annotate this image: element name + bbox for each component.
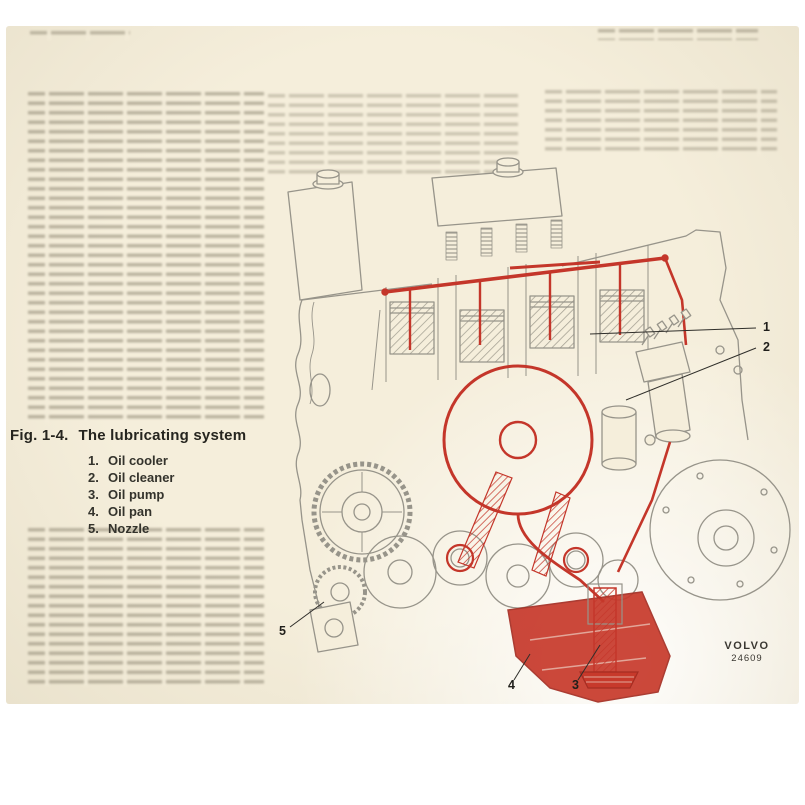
faded-print-text bbox=[598, 29, 758, 40]
faded-print-text bbox=[30, 31, 130, 40]
callout-1: 1 bbox=[763, 320, 770, 334]
callout-3: 3 bbox=[572, 678, 579, 692]
faded-print-text bbox=[28, 528, 264, 686]
legend-number: 2. bbox=[88, 470, 99, 485]
brand-code: 24609 bbox=[731, 653, 763, 664]
faded-print-text bbox=[28, 92, 264, 424]
brand-mark: VOLVO 24609 bbox=[720, 640, 774, 664]
callout-5: 5 bbox=[279, 624, 286, 638]
legend-item: 3. Oil pump bbox=[88, 486, 174, 503]
legend-label: Oil pan bbox=[108, 504, 153, 519]
engine-block bbox=[287, 157, 791, 653]
legend-label: Nozzle bbox=[108, 521, 150, 536]
distributor-oil-line bbox=[616, 441, 672, 573]
callout-leader-lines bbox=[289, 327, 757, 681]
faded-print-text bbox=[545, 90, 777, 156]
brand-name: VOLVO bbox=[724, 640, 770, 652]
callout-2: 2 bbox=[763, 340, 770, 354]
legend-label: Oil cooler bbox=[108, 453, 168, 468]
legend-item: 1. Oil cooler bbox=[88, 452, 174, 469]
engine-diagram bbox=[287, 157, 791, 703]
flywheel-housing bbox=[649, 459, 791, 601]
figure-number: Fig. 1-4. bbox=[10, 427, 69, 444]
timing-gear bbox=[311, 461, 413, 619]
legend-number: 5. bbox=[88, 521, 99, 536]
legend-number: 4. bbox=[88, 504, 99, 519]
legend-label: Oil cleaner bbox=[108, 470, 175, 485]
oil-filler-cap bbox=[312, 157, 524, 190]
figure-title: The lubricating system bbox=[78, 427, 247, 444]
oil-pump bbox=[579, 583, 639, 689]
oil-cleaner bbox=[601, 405, 637, 471]
figure-legend: 1. Oil cooler 2. Oil cleaner 3. Oil pump… bbox=[88, 452, 174, 537]
legend-label: Oil pump bbox=[108, 487, 165, 502]
figure-caption: Fig. 1-4. The lubricating system bbox=[10, 427, 246, 444]
nozzle bbox=[309, 601, 359, 653]
distributor bbox=[635, 308, 692, 446]
legend-item: 2. Oil cleaner bbox=[88, 469, 174, 486]
piston bbox=[389, 289, 645, 363]
faded-print-text bbox=[268, 94, 518, 178]
valve-springs bbox=[445, 219, 563, 261]
legend-item: 5. Nozzle bbox=[88, 520, 174, 537]
callout-4: 4 bbox=[508, 678, 515, 692]
legend-item: 4. Oil pan bbox=[88, 503, 174, 520]
lubrication-lines bbox=[381, 254, 688, 604]
legend-number: 1. bbox=[88, 453, 99, 468]
legend-number: 3. bbox=[88, 487, 99, 502]
